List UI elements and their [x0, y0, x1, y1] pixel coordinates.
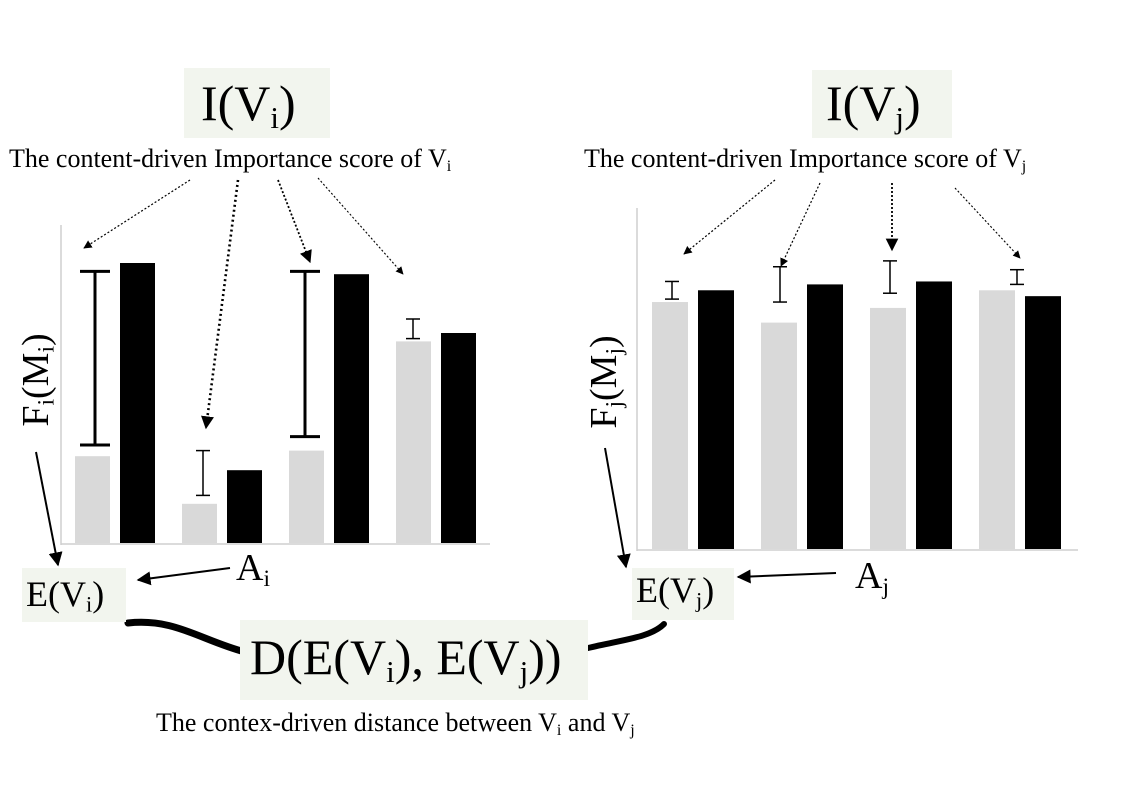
- panel-i-black-bar-4: [441, 333, 476, 543]
- panel-i-error-bracket-2: [196, 449, 210, 497]
- panel-i-gray-bar-2: [182, 503, 217, 543]
- panel-i-black-bar-2: [227, 470, 262, 543]
- panel-j-caption: The content-driven Importance score of V…: [584, 146, 1026, 175]
- distance-label-part3: )): [528, 629, 562, 685]
- panel-j-black-bar-1: [698, 290, 734, 549]
- panel-i-embed: E(Vi): [26, 576, 104, 616]
- importance-arrow-j-4: [954, 187, 1021, 259]
- distance-label-part1: D(E(V: [250, 629, 387, 685]
- panel-j-error-bracket-4: [1010, 268, 1024, 286]
- distance-caption-part2: and V: [561, 708, 631, 737]
- importance-arrow-i-4: [317, 177, 404, 275]
- panel-i-gray-bar-4: [396, 341, 431, 543]
- panel-i-title-sub: i: [270, 99, 280, 135]
- distance-caption-sub1: i: [556, 722, 562, 740]
- panel-j-caption-sub: j: [1021, 158, 1027, 176]
- panel-i-error-bracket-3: [290, 269, 320, 439]
- distance-label-box: [240, 620, 588, 700]
- panel-i-gray-bar-1: [75, 456, 110, 543]
- panel-i-title-text: I(V: [201, 75, 271, 131]
- panel-i-title-box: [184, 68, 330, 138]
- distance-connector-right: [585, 621, 667, 651]
- panel-j-embed: E(Vj): [636, 572, 714, 612]
- attr-to-embed-arrow-i: [136, 567, 231, 586]
- panel-i-black-bar-1: [120, 263, 155, 543]
- panel-j-gray-bar-1: [652, 302, 688, 549]
- panel-i-caption-text: The content-driven Importance score of V: [9, 144, 447, 173]
- panel-i-y-label-m: (M: [14, 352, 57, 399]
- panel-i-title: I(Vi): [201, 78, 296, 133]
- panel-i-embed-text: E(V: [26, 574, 86, 614]
- panel-i-bars: [75, 263, 476, 543]
- panel-i-y-label-tail: ): [14, 333, 57, 346]
- panel-i-importance-arrows: [83, 177, 404, 430]
- panel-j-embed-tail: ): [702, 570, 715, 610]
- distance-connector-left: [124, 618, 249, 656]
- panel-j-error-bracket-2: [773, 266, 787, 303]
- panel-j-title-tail: ): [904, 75, 921, 131]
- distance-label-sub1: i: [386, 653, 395, 689]
- importance-arrow-i-1: [83, 179, 191, 249]
- panel-j-gray-bar-2: [761, 322, 797, 549]
- panel-j-black-bar-3: [916, 281, 952, 549]
- panel-j-black-bar-4: [1025, 296, 1061, 549]
- panel-i-attr-text: A: [236, 547, 264, 589]
- panel-i-y-label-sub1: i: [33, 398, 60, 406]
- distance-label-part2: ), E(V: [394, 629, 520, 685]
- embedding-arrows: [35, 447, 837, 586]
- panel-j-attr-text: A: [855, 555, 883, 597]
- panel-i-embed-sub: i: [85, 591, 93, 617]
- panel-j-y-label: Fj(Mj): [582, 335, 628, 429]
- panel-j-y-label-m: (M: [582, 354, 625, 401]
- importance-arrow-j-2: [780, 182, 821, 267]
- panel-j-title-text: I(V: [826, 75, 896, 131]
- panel-i-caption: The content-driven Importance score of V…: [9, 146, 451, 175]
- panel-j-embed-sub: j: [695, 587, 703, 613]
- panel-i-embed-tail: ): [92, 574, 105, 614]
- panel-i-attr-sub: i: [263, 565, 270, 592]
- distance-caption: The contex-driven distance between Vi an…: [156, 710, 635, 739]
- distance-label: D(E(Vi), E(Vj)): [250, 632, 562, 687]
- panel-j-gray-bar-4: [979, 290, 1015, 549]
- panel-j-title: I(Vj): [826, 78, 921, 133]
- distance-caption-sub2: j: [630, 722, 635, 740]
- panel-j-embed-box: [632, 568, 734, 620]
- importance-arrow-j-1: [683, 179, 776, 255]
- axis-to-embed-arrow-j: [604, 447, 631, 569]
- panel-i-error-bracket-1: [80, 269, 110, 447]
- panel-j-embed-text: E(V: [636, 570, 696, 610]
- panel-j-error-bracket-1: [665, 280, 679, 300]
- attr-to-embed-arrow-j: [736, 569, 837, 584]
- panel-j-title-box: [812, 70, 952, 138]
- distance-caption-part1: The contex-driven distance between V: [156, 708, 557, 737]
- panel-j-gray-bar-3: [870, 307, 906, 549]
- panel-j-bars: [652, 260, 1061, 549]
- panel-j-y-label-sub2: j: [601, 347, 628, 355]
- panel-i-caption-sub: i: [446, 158, 452, 176]
- panel-i-gray-bar-3: [289, 450, 324, 543]
- panel-i-y-label-sub2: i: [33, 345, 60, 353]
- distance-label-sub2: j: [519, 653, 529, 689]
- panel-i-attr: Ai: [236, 549, 270, 591]
- panel-j-importance-arrows: [683, 179, 1021, 267]
- panel-j-black-bar-2: [807, 284, 843, 549]
- panel-j-attr-sub: j: [882, 573, 889, 600]
- importance-arrow-i-3: [277, 179, 312, 264]
- importance-arrow-i-2: [201, 179, 240, 430]
- panel-i-embed-box: [22, 568, 126, 622]
- panel-j-y-label-f: F: [582, 407, 625, 429]
- panel-j-y-label-sub1: j: [601, 400, 628, 408]
- axis-to-embed-arrow-i: [35, 451, 63, 567]
- panel-i-y-label-f: F: [14, 405, 57, 427]
- panel-i-error-bracket-4: [406, 318, 420, 340]
- panel-i-black-bar-3: [334, 274, 369, 543]
- panel-i-title-tail: ): [279, 75, 296, 131]
- panel-j-title-sub: j: [895, 99, 905, 135]
- panel-j-attr: Aj: [855, 557, 889, 599]
- panel-i-y-label: Fi(Mi): [14, 333, 60, 427]
- panel-j-error-bracket-3: [883, 260, 897, 294]
- panel-j-caption-text: The content-driven Importance score of V: [584, 144, 1022, 173]
- panel-j-y-label-tail: ): [582, 335, 625, 348]
